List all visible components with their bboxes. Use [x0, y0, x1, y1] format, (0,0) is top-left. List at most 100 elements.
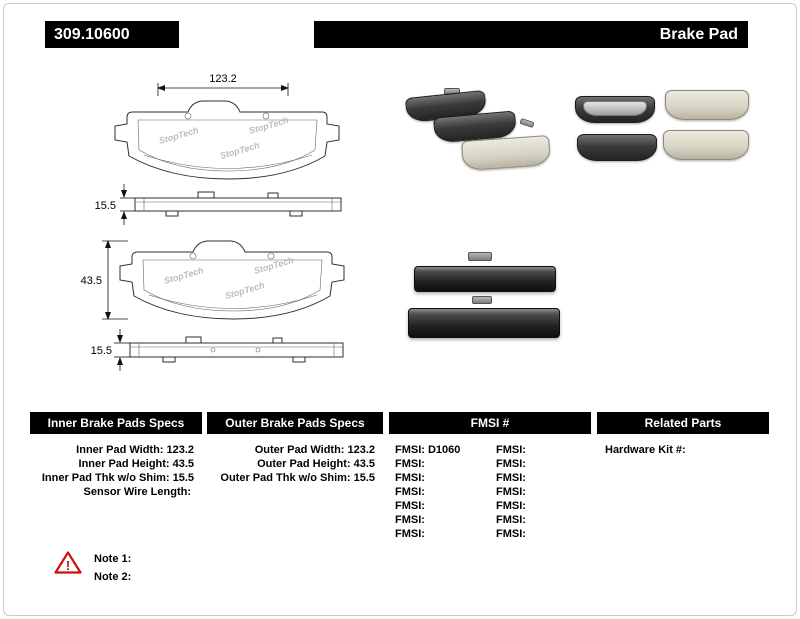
notes-section: ! Note 1: Note 2:: [54, 548, 131, 586]
abutment-clip-icon: [472, 296, 492, 304]
fmsi-cell: FMSI:: [490, 457, 591, 471]
abutment-clip-icon: [519, 117, 535, 129]
fmsi-cell: FMSI:: [389, 485, 490, 499]
fmsi-label: FMSI:: [395, 500, 425, 512]
fmsi-rows: FMSI:D1060 FMSI: FMSI: FMSI: FMSI: FMSI:…: [389, 434, 591, 541]
pad-front-view: StopTech StopTech StopTech: [114, 100, 340, 180]
fmsi-label: FMSI:: [395, 528, 425, 540]
fmsi-label: FMSI:: [395, 486, 425, 498]
fmsi-value: D1060: [427, 444, 461, 456]
fmsi-cell: FMSI:: [490, 443, 591, 457]
spec-row: Outer Pad Width:123.2: [207, 443, 383, 457]
spec-row: Inner Pad Width:123.2: [30, 443, 202, 457]
fmsi-label: FMSI:: [395, 458, 425, 470]
spec-label: Outer Pad Width:: [254, 444, 345, 456]
fmsi-cell: FMSI:: [490, 527, 591, 541]
photo-pad-dark: [577, 134, 657, 161]
fmsi-header: FMSI #: [389, 412, 591, 434]
fmsi-cell: FMSI:: [389, 499, 490, 513]
fmsi-label: FMSI:: [496, 472, 526, 484]
dimension-pad-height: 43.5: [81, 240, 128, 320]
fmsi-label: FMSI:: [496, 444, 526, 456]
inner-specs-column: Inner Brake Pads Specs Inner Pad Width:1…: [30, 412, 202, 499]
spec-row: Inner Pad Thk w/o Shim:15.5: [30, 471, 202, 485]
watermark-text: StopTech: [219, 140, 261, 161]
spec-label: Inner Pad Height:: [78, 458, 170, 470]
fmsi-row: FMSI: FMSI:: [389, 513, 591, 527]
fmsi-row: FMSI:D1060 FMSI:: [389, 443, 591, 457]
related-part-row: Hardware Kit #:: [597, 443, 769, 457]
spec-label: Inner Pad Thk w/o Shim:: [41, 472, 170, 484]
spec-row: Outer Pad Height:43.5: [207, 457, 383, 471]
fmsi-cell: FMSI:: [490, 485, 591, 499]
spec-value: 43.5: [172, 458, 194, 470]
product-photo-pad-set-2: [575, 88, 750, 168]
related-parts-rows: Hardware Kit #:: [597, 434, 769, 457]
shim-icon: [583, 101, 647, 116]
abutment-clip-icon: [468, 252, 492, 261]
fmsi-label: FMSI:: [496, 486, 526, 498]
photo-pad-with-shim: [575, 96, 655, 123]
spec-row: Outer Pad Thk w/o Shim:15.5: [207, 471, 383, 485]
photo-pad-ceramic: [461, 134, 551, 172]
photo-pad-edge-view: [408, 308, 560, 338]
spec-label: Outer Pad Thk w/o Shim:: [220, 472, 351, 484]
fmsi-cell: FMSI:: [389, 513, 490, 527]
fmsi-label: FMSI:: [496, 458, 526, 470]
related-part-label: Hardware Kit #:: [605, 444, 686, 456]
fmsi-cell: FMSI:D1060: [389, 443, 490, 457]
dim-thickness-bottom-label: 15.5: [91, 345, 112, 357]
spec-label: Sensor Wire Length:: [83, 486, 191, 498]
fmsi-cell: FMSI:: [490, 499, 591, 513]
spec-row: Inner Pad Height:43.5: [30, 457, 202, 471]
spec-value: 43.5: [353, 458, 375, 470]
pad-side-view-bottom: 15.5: [91, 329, 344, 371]
related-parts-header: Related Parts: [597, 412, 769, 434]
photo-pad-edge-view: [414, 266, 556, 292]
product-photo-pad-set-1: [398, 88, 568, 176]
outer-specs-rows: Outer Pad Width:123.2 Outer Pad Height:4…: [207, 434, 383, 485]
spec-row: Sensor Wire Length:: [30, 485, 202, 499]
photo-pad-ceramic: [663, 130, 749, 160]
fmsi-label: FMSI:: [496, 514, 526, 526]
note-lines: Note 1: Note 2:: [94, 548, 131, 586]
spec-value: 123.2: [347, 444, 375, 456]
note-2-label: Note 2:: [94, 571, 132, 583]
fmsi-row: FMSI: FMSI:: [389, 485, 591, 499]
product-photo-pad-stack: [402, 252, 567, 352]
fmsi-row: FMSI: FMSI:: [389, 471, 591, 485]
fmsi-cell: FMSI:: [389, 471, 490, 485]
fmsi-cell: FMSI:: [490, 471, 591, 485]
related-parts-column: Related Parts Hardware Kit #:: [597, 412, 769, 457]
dim-pad-width-label: 123.2: [209, 73, 237, 85]
fmsi-label: FMSI:: [496, 500, 526, 512]
fmsi-cell: FMSI:: [389, 457, 490, 471]
spec-value: 15.5: [353, 472, 375, 484]
part-number: 309.10600: [45, 21, 179, 48]
pad-side-view-top: 15.5: [95, 184, 342, 225]
fmsi-cell: FMSI:: [490, 513, 591, 527]
fmsi-label: FMSI:: [395, 472, 425, 484]
fmsi-label: FMSI:: [395, 444, 425, 456]
technical-drawing: 123.2 StopTech StopTech StopTech: [81, 73, 345, 371]
fmsi-row: FMSI: FMSI:: [389, 499, 591, 513]
photo-pad-ceramic: [665, 90, 749, 120]
pad-front-view-lower: [119, 240, 345, 320]
outer-specs-column: Outer Brake Pads Specs Outer Pad Width:1…: [207, 412, 383, 485]
fmsi-label: FMSI:: [496, 528, 526, 540]
warning-triangle-icon: !: [54, 551, 82, 574]
watermark-text: StopTech: [158, 125, 200, 146]
fmsi-column: FMSI # FMSI:D1060 FMSI: FMSI: FMSI: FMSI…: [389, 412, 591, 541]
inner-specs-header: Inner Brake Pads Specs: [30, 412, 202, 434]
product-type-title: Brake Pad: [314, 21, 748, 48]
outer-specs-header: Outer Brake Pads Specs: [207, 412, 383, 434]
spec-value: 15.5: [172, 472, 194, 484]
dim-thickness-top-label: 15.5: [95, 200, 116, 212]
note-1-label: Note 1:: [94, 553, 132, 565]
dimension-pad-width: 123.2: [157, 73, 289, 96]
watermark-text: StopTech: [248, 115, 290, 136]
dim-pad-height-label: 43.5: [81, 275, 102, 287]
fmsi-row: FMSI: FMSI:: [389, 527, 591, 541]
fmsi-row: FMSI: FMSI:: [389, 457, 591, 471]
